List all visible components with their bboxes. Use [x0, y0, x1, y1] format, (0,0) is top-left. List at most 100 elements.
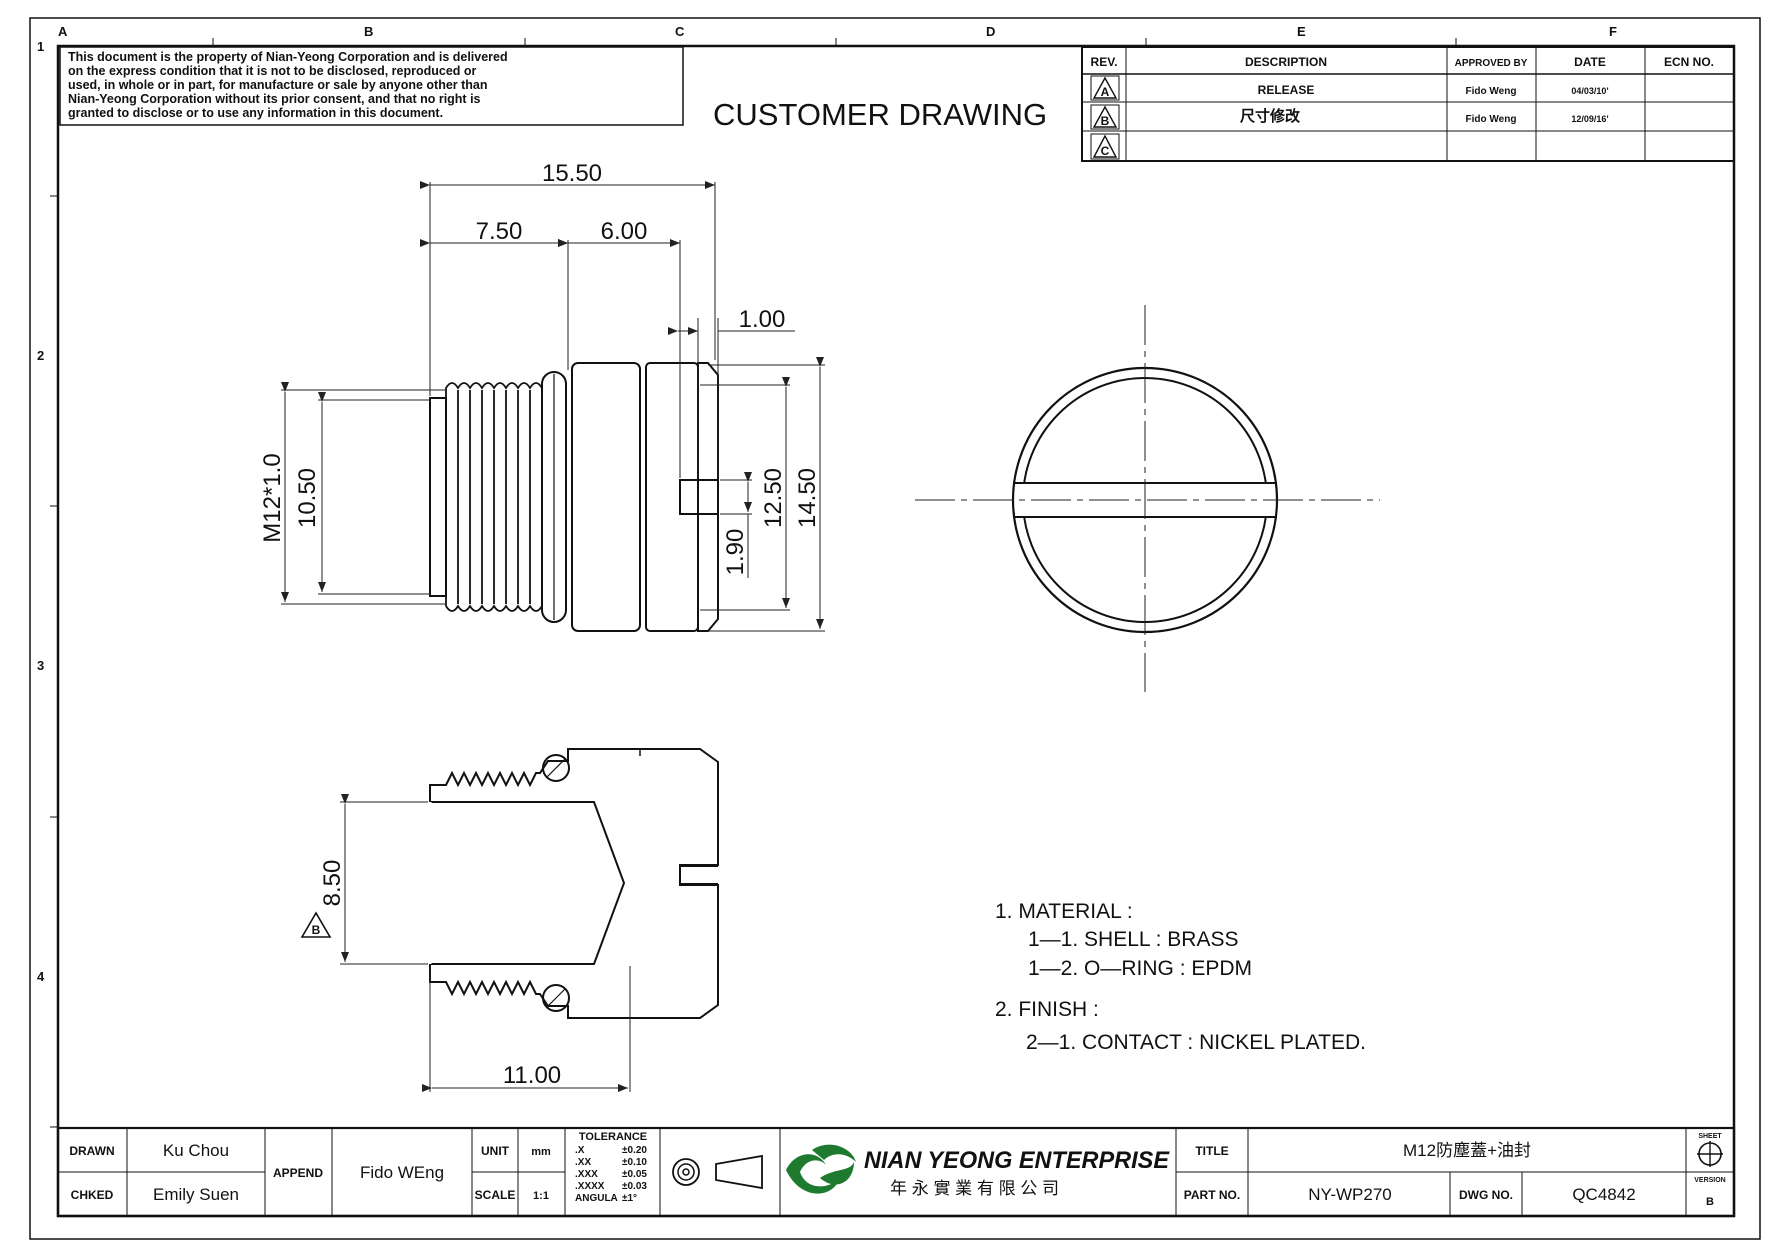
notice-box [59, 46, 684, 126]
version-value: B [1706, 1196, 1714, 1208]
part-no-value: NY-WP270 [1308, 1185, 1391, 1204]
tol-value: ±0.10 [622, 1157, 647, 1168]
drawing-title: CUSTOMER DRAWING [713, 97, 1047, 132]
zone-row-2: 2 [37, 348, 44, 363]
section-view-dimensions: 8.50 B 11.00 [300, 794, 631, 1092]
dim-knurl-length: 6.00 [601, 218, 648, 245]
tol-value: ±0.03 [622, 1181, 647, 1192]
knurl-band [571, 362, 641, 632]
version-label: VERSION [1694, 1177, 1726, 1184]
tol-key: .XXX [575, 1169, 598, 1180]
unit-label: UNIT [481, 1144, 510, 1158]
o-ring [541, 371, 567, 623]
append-value: Fido WEng [360, 1163, 444, 1182]
title-block: DRAWN CHKED APPEND UNIT SCALE Ku Chou Em… [56, 1126, 1736, 1218]
rev-header-description: DESCRIPTION [1245, 55, 1327, 69]
rev-b-date: 12/09/16' [1571, 114, 1608, 124]
border-zones: A B C D E F 1 2 3 4 [37, 24, 1617, 1128]
company-name: NIAN YEONG ENTERPRISE [864, 1147, 1170, 1174]
dim-section-length: 11.00 [503, 1062, 561, 1089]
knurl-band [645, 362, 699, 632]
append-label: APPEND [273, 1166, 323, 1180]
section-view [428, 748, 719, 1019]
dim-bore-diameter: 8.50 [319, 860, 346, 907]
note-line: 2. FINISH : [995, 998, 1099, 1021]
zone-row-3: 3 [37, 658, 44, 673]
side-view [429, 362, 719, 632]
rev-triangle-icon: B [1090, 104, 1120, 130]
rev-a-approved: Fido Weng [1466, 86, 1517, 97]
material-notes: 1. MATERIAL : 1—1. SHELL : BRASS 1—2. O—… [995, 900, 1366, 1054]
zone-col-d: D [986, 24, 995, 39]
title-value: M12防塵蓋+油封 [1403, 1141, 1531, 1160]
rev-header-approved: APPROVED BY [1455, 58, 1528, 69]
zone-col-e: E [1297, 24, 1306, 39]
end-view [915, 305, 1380, 692]
checked-value: Emily Suen [153, 1185, 239, 1204]
zone-col-f: F [1609, 24, 1617, 39]
inner-frame [56, 44, 1736, 1218]
note-line: 2—1. CONTACT : NICKEL PLATED. [1026, 1031, 1366, 1054]
dim-thread-length: 7.50 [476, 218, 523, 245]
slot [679, 479, 719, 515]
unit-value: mm [531, 1146, 551, 1158]
revision-table: REV. DESCRIPTION APPROVED BY DATE ECN NO… [1081, 46, 1735, 162]
o-ring-section [542, 984, 570, 1012]
notice-line: granted to disclose or to use any inform… [68, 106, 443, 120]
dim-knurl-diameter: 12.50 [760, 468, 787, 528]
svg-text:C: C [1101, 144, 1110, 158]
rev-header-date: DATE [1574, 55, 1606, 69]
company-name-cn: 年 永 實 業 有 限 公 司 [890, 1179, 1059, 1198]
rev-b-description: 尺寸修改 [1240, 107, 1301, 125]
notice-line: on the express condition that it is not … [68, 64, 477, 78]
title-label: TITLE [1195, 1144, 1228, 1158]
thread-profile [445, 382, 543, 612]
company-logo-icon [786, 1144, 856, 1194]
note-line: 1—1. SHELL : BRASS [1028, 928, 1238, 951]
scale-value: 1:1 [533, 1190, 549, 1202]
dim-slot-width: 1.00 [739, 306, 786, 333]
svg-text:B: B [312, 923, 321, 937]
drawn-label: DRAWN [69, 1144, 114, 1158]
dim-slot-depth: 1.90 [722, 529, 749, 576]
side-view-dimensions: 15.50 7.50 6.00 1.00 M12*1.0 10.50 12.50… [259, 160, 825, 632]
tol-value: ±0.20 [622, 1145, 647, 1156]
tol-key: ANGULA [575, 1193, 618, 1204]
dwg-no-label: DWG NO. [1459, 1188, 1513, 1202]
tol-key: .X [575, 1145, 585, 1156]
tol-key: .XX [575, 1157, 591, 1168]
part-no-label: PART NO. [1184, 1188, 1240, 1202]
checked-label: CHKED [71, 1188, 114, 1202]
dim-thread-minor: 10.50 [294, 468, 321, 528]
drawn-value: Ku Chou [163, 1141, 229, 1160]
proprietary-notice: This document is the property of Nian-Ye… [68, 50, 508, 120]
rev-a-description: RELEASE [1258, 83, 1315, 97]
dim-head-diameter: 14.50 [794, 468, 821, 528]
rev-b-approved: Fido Weng [1466, 114, 1517, 125]
tolerance-title: TOLERANCE [579, 1131, 647, 1143]
tol-key: .XXXX [575, 1181, 605, 1192]
zone-row-4: 4 [37, 969, 45, 984]
svg-text:B: B [1101, 114, 1110, 128]
svg-text:A: A [1101, 85, 1110, 99]
notice-line: This document is the property of Nian-Ye… [68, 50, 508, 64]
rev-triangle-icon: C [1090, 133, 1120, 160]
rev-a-date: 04/03/10' [1571, 86, 1608, 96]
note-line: 1—2. O—RING : EPDM [1028, 957, 1252, 980]
rev-header-ecn: ECN NO. [1664, 55, 1714, 69]
zone-row-1: 1 [37, 39, 44, 54]
tol-value: ±0.05 [622, 1169, 647, 1180]
dwg-no-value: QC4842 [1572, 1185, 1635, 1204]
projection-symbol-icon [672, 1154, 763, 1190]
rev-triangle-icon: A [1090, 75, 1120, 101]
tol-value: ±1° [622, 1193, 637, 1204]
zone-col-c: C [675, 24, 685, 39]
sheet-label: SHEET [1698, 1133, 1722, 1140]
rev-triangle-icon: B [300, 911, 332, 938]
note-line: 1. MATERIAL : [995, 900, 1133, 923]
zone-col-b: B [364, 24, 373, 39]
notice-line: used, in whole or in part, for manufactu… [68, 78, 488, 92]
notice-line: Nian-Yeong Corporation without its prior… [68, 92, 481, 106]
dim-overall-length: 15.50 [542, 160, 602, 187]
